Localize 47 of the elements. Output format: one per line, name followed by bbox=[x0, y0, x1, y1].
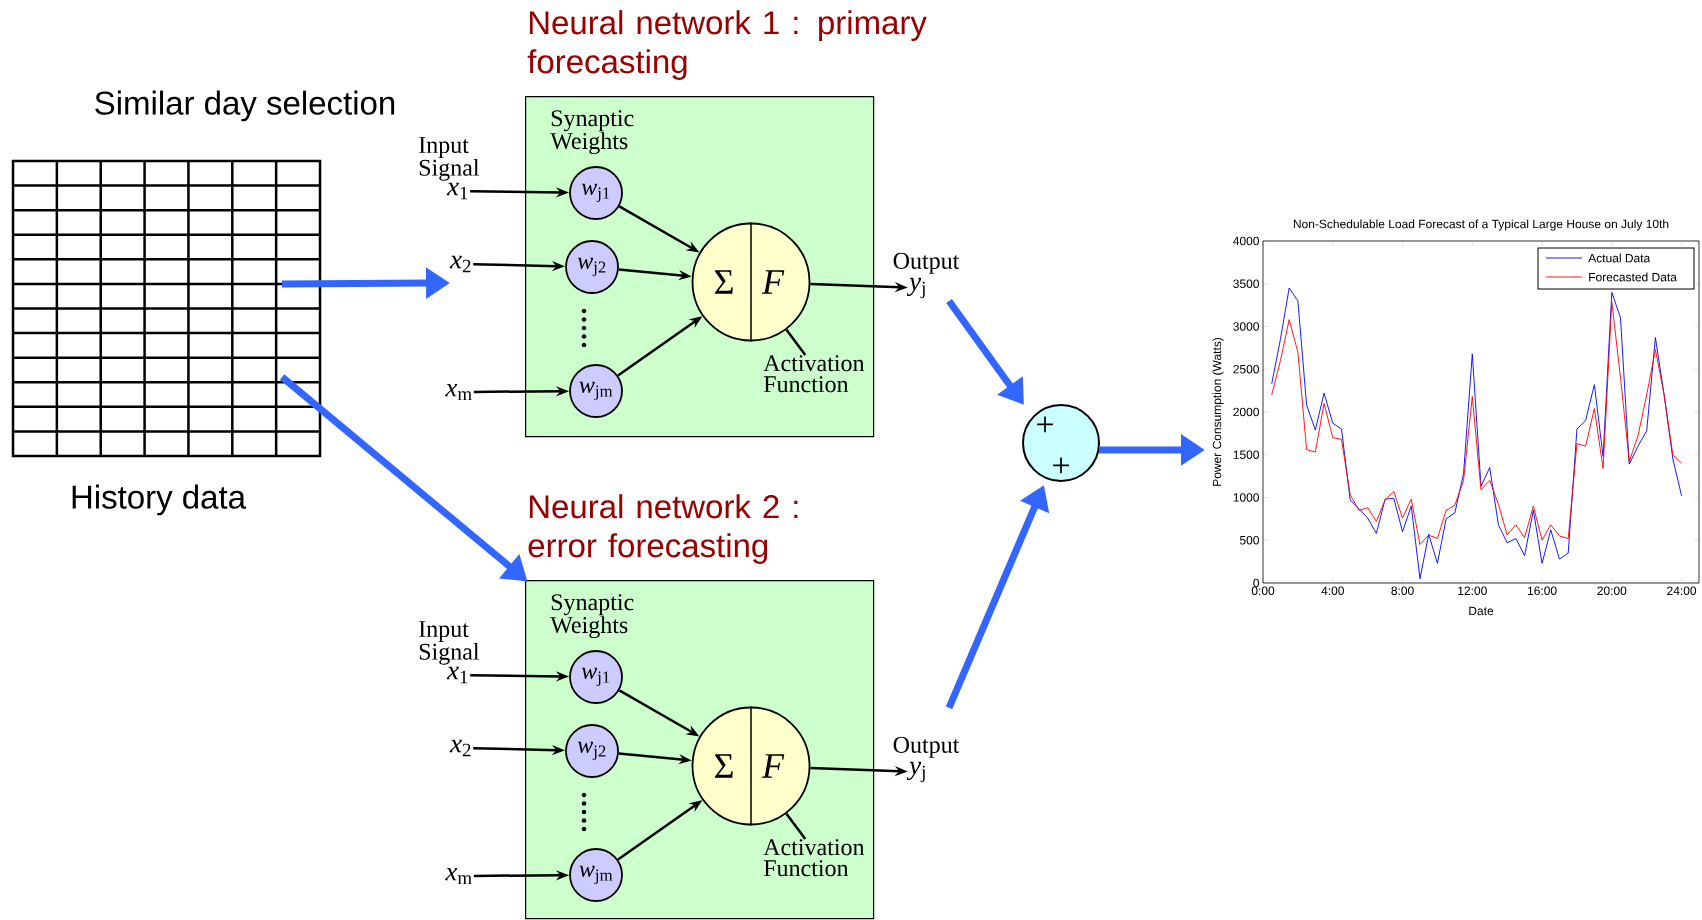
y-tick-label: 0 bbox=[1253, 578, 1260, 588]
input-symbol: x$_{2}$ bbox=[449, 255, 471, 273]
leader-line bbox=[785, 812, 807, 840]
output-symbol: y$_{j}$ bbox=[906, 277, 925, 299]
y-tick-label: 500 bbox=[1239, 535, 1260, 545]
summing-junction: Σ F bbox=[691, 221, 811, 343]
x-tick-label: 4:00 bbox=[1321, 586, 1344, 596]
line-series bbox=[1271, 287, 1683, 580]
x-tick-label: 12:00 bbox=[1458, 586, 1487, 596]
chart-title: Non-Schedulable Load Forecast of a Typical Large House on July 10th bbox=[1293, 219, 1669, 231]
output-symbol: y$_{j}$ bbox=[906, 761, 925, 783]
y-tick-label: 2000 bbox=[1233, 407, 1260, 417]
line-series bbox=[1271, 301, 1683, 545]
heading: Similar day selection bbox=[95, 90, 395, 122]
y-tick-label: 1000 bbox=[1233, 493, 1260, 502]
grid-label: History data bbox=[72, 484, 246, 516]
y-tick-label: 1500 bbox=[1233, 450, 1260, 459]
signal-label: Input Signal bbox=[419, 137, 480, 181]
axis-label: Date bbox=[1469, 606, 1494, 616]
x-tick-label: 16:00 bbox=[1527, 586, 1557, 596]
input-symbol: x$_{m}$ bbox=[445, 867, 472, 885]
weights-label: Synaptic Weights bbox=[550, 594, 634, 639]
y-tick-label: 3500 bbox=[1233, 279, 1260, 288]
leader-line bbox=[785, 328, 807, 356]
axis-label: Power Consumption (Watts) bbox=[1212, 337, 1224, 486]
input-symbol: x$_{m}$ bbox=[445, 383, 472, 401]
output-label: Output bbox=[893, 252, 960, 274]
input-symbol: x$_{1}$ bbox=[446, 182, 468, 200]
legend-label: Actual Data bbox=[1588, 253, 1651, 263]
input-symbol: x$_{1}$ bbox=[446, 666, 468, 684]
weights-label: Synaptic Weights bbox=[550, 110, 634, 155]
x-tick-label: 8:00 bbox=[1391, 586, 1414, 596]
legend-label: Forecasted Data bbox=[1589, 272, 1677, 282]
output-label: Output bbox=[893, 736, 960, 758]
y-tick-label: 2500 bbox=[1233, 364, 1260, 374]
function-label: Activation Function bbox=[763, 839, 865, 877]
heading: Neural network 1 : primary forecasting bbox=[527, 10, 927, 80]
y-tick-label: 4000 bbox=[1233, 236, 1260, 246]
signal-label: Input Signal bbox=[419, 621, 480, 665]
input-symbol: x$_{2}$ bbox=[449, 739, 471, 757]
x-tick-label: 24:00 bbox=[1667, 586, 1697, 596]
heading: Neural network 2 : error forecasting bbox=[528, 494, 798, 564]
summing-junction: Σ F bbox=[691, 705, 811, 827]
y-tick-label: 3000 bbox=[1233, 322, 1260, 331]
function-label: Activation Function bbox=[763, 355, 865, 393]
x-tick-label: 0:00 bbox=[1251, 586, 1275, 596]
x-tick-label: 20:00 bbox=[1597, 586, 1627, 596]
